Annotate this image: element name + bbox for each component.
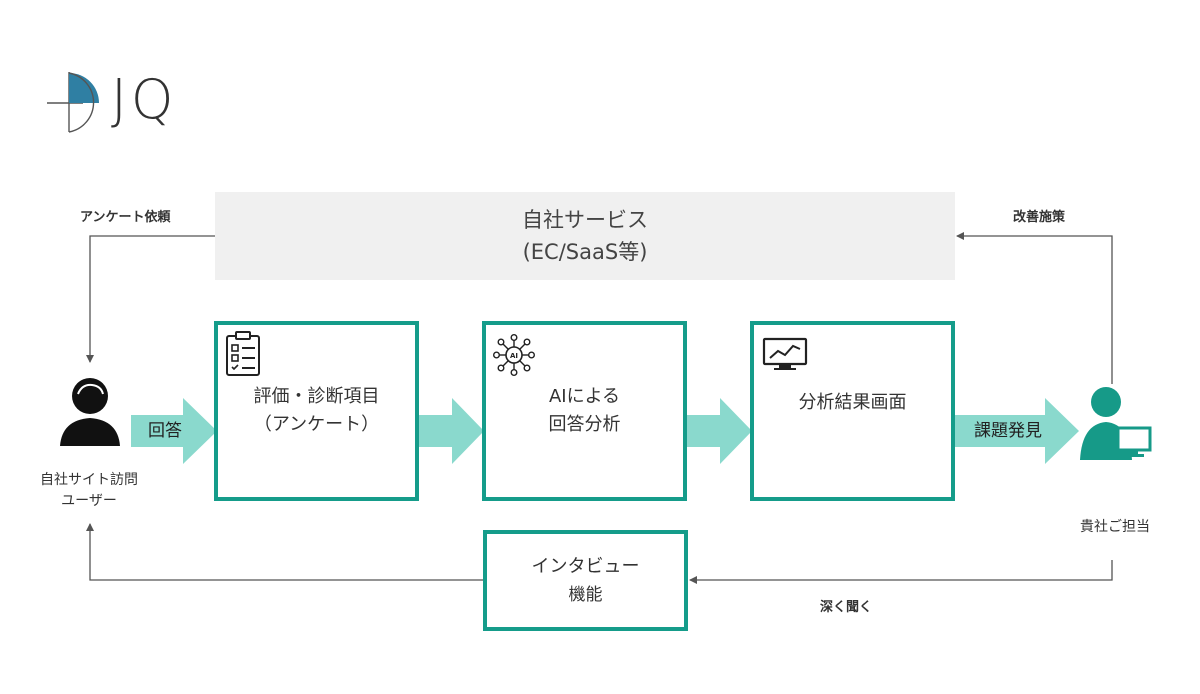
deep-listen-label: 深く聞く (820, 600, 873, 615)
step-survey-box: 評価・診断項目 （アンケート） (214, 321, 419, 501)
step-ai-title: AIによる (548, 386, 621, 407)
arrow-to-ai (418, 398, 484, 464)
answer-arrow (131, 398, 217, 464)
survey-request-line (86, 235, 215, 363)
discover-arrow-label: 課題発見 (974, 421, 1042, 441)
service-title: 自社サービス (522, 208, 648, 232)
step-survey-subtitle: （アンケート） (253, 414, 380, 435)
clipboard-checklist-icon (224, 331, 262, 386)
improvement-line (956, 232, 1113, 384)
interview-subtitle: 機能 (568, 584, 603, 605)
interview-return-line (86, 523, 483, 581)
own-service-box: 自社サービス (EC/SaaS等) (215, 192, 955, 280)
deep-listen-line (689, 560, 1113, 584)
visitor-label-line1: 自社サイト訪問 (40, 472, 138, 488)
person-computer-icon (1074, 384, 1156, 464)
visitor-label: 自社サイト訪問 ユーザー (14, 470, 164, 512)
improvement-label: 改善施策 (1013, 210, 1066, 225)
step-results-title: 分析結果画面 (798, 392, 907, 413)
step-results-box: 分析結果画面 (750, 321, 955, 501)
visitor-label-line2: ユーザー (61, 493, 117, 509)
step-survey-title: 評価・診断項目 (253, 386, 380, 407)
answer-arrow-label: 回答 (148, 421, 182, 441)
svg-text:AI: AI (510, 352, 518, 360)
step-ai-subtitle: 回答分析 (548, 414, 621, 435)
service-subtitle: (EC/SaaS等) (522, 240, 648, 264)
user-icon (56, 374, 124, 450)
logo-text: JQ (111, 68, 178, 131)
interview-feature-box: インタビュー 機能 (483, 530, 688, 631)
discover-arrow (955, 398, 1079, 464)
ai-chip-icon: AI (492, 333, 536, 386)
step-ai-analysis-box: AI AIによる 回答分析 (482, 321, 687, 501)
arrow-to-results (686, 398, 752, 464)
company-logo: JQ (45, 68, 205, 138)
monitor-chart-icon (762, 337, 808, 380)
client-label: 貴社ご担当 (1080, 519, 1150, 535)
survey-request-label: アンケート依頼 (80, 210, 171, 225)
interview-title: インタビュー (531, 555, 640, 577)
